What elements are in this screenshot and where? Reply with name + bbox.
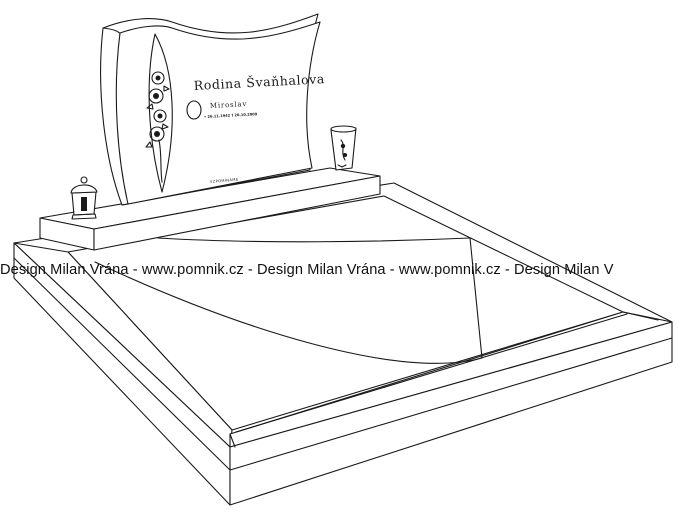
left-side-step-line <box>13 257 231 471</box>
cover-curve <box>94 261 483 364</box>
cover-right-edge <box>469 237 483 359</box>
family-name: Rodina Švaňhalova <box>193 70 325 93</box>
front-border-inner-edge <box>235 313 628 433</box>
cover-curve-inner <box>157 237 471 243</box>
person-name: Miroslav <box>210 100 248 110</box>
front-border-seam <box>229 433 236 448</box>
outer-frame-front-side <box>229 321 673 506</box>
headstone-side-bottom <box>121 203 129 206</box>
plinth-side <box>93 175 381 251</box>
vase <box>330 125 357 171</box>
front-side-step-line <box>229 337 673 471</box>
headstone-side-curve <box>102 27 121 34</box>
footer-inscription: VZPOMÍNÁME <box>210 176 239 184</box>
watermark-text: Design Milan Vrána - www.pomnik.cz - Des… <box>0 262 614 278</box>
photo-oval <box>186 100 202 120</box>
right-corner-seam <box>622 311 659 321</box>
lantern <box>70 176 98 220</box>
life-dates: • 26.11.1942 † 20.10.2009 <box>204 112 258 119</box>
rose-ornament <box>145 71 170 183</box>
